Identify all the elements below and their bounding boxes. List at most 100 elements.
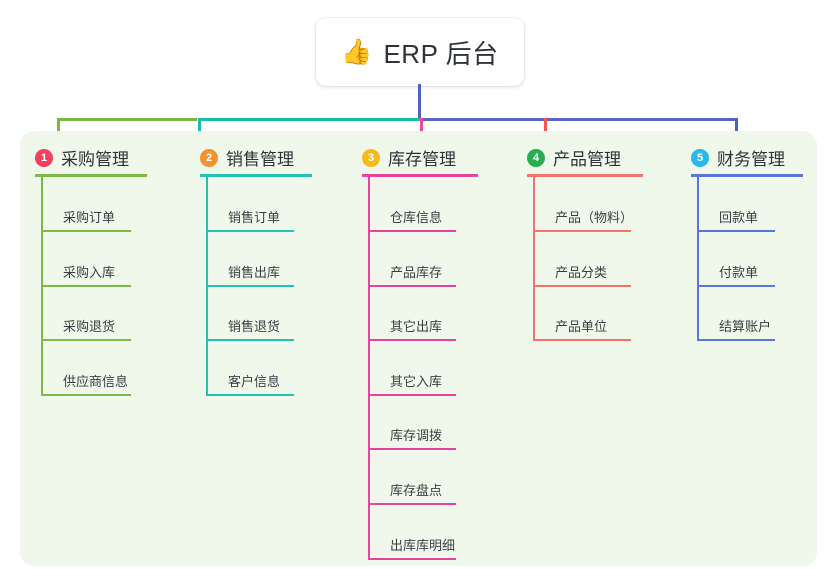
thumbs-up-icon: 👍 (341, 37, 373, 66)
branch-spine (697, 176, 699, 342)
leaf-label: 回款单 (719, 210, 759, 225)
leaf-rule (533, 284, 631, 287)
branch-drop-5 (735, 118, 738, 142)
leaf-rule (697, 284, 775, 287)
leaf-label: 仓库信息 (390, 210, 443, 225)
branch-index-badge: 1 (35, 148, 53, 167)
leaf-node[interactable]: 采购订单 (41, 200, 161, 232)
leaf-node[interactable]: 产品分类 (533, 255, 661, 287)
leaf-node[interactable]: 出库库明细 (368, 528, 486, 560)
bus-segment-green (57, 118, 197, 121)
root-stem (418, 84, 421, 121)
branch-column-1: 1 采购管理采购订单采购入库采购退货供应商信息 (35, 131, 167, 566)
leaf-label: 供应商信息 (63, 373, 129, 389)
leaf-label: 采购订单 (63, 210, 116, 225)
leaf-node[interactable]: 其它入库 (368, 364, 486, 396)
branch-header-4[interactable]: 4 产品管理 (527, 145, 621, 170)
leaf-node[interactable]: 回款单 (697, 200, 805, 232)
branch-header-rule (362, 174, 478, 177)
branch-title: 采购管理 (61, 150, 129, 169)
leaf-node[interactable]: 客户信息 (206, 364, 324, 396)
leaf-rule (368, 230, 456, 232)
leaf-node[interactable]: 结算账户 (697, 309, 805, 342)
root-node-content: 👍 ERP 后台 (341, 34, 498, 71)
leaf-label: 销售出库 (228, 264, 281, 280)
branch-title: 销售管理 (226, 150, 294, 169)
leaf-rule (533, 339, 631, 342)
branch-header-5[interactable]: 5 财务管理 (691, 145, 785, 170)
bus-segment-blue (420, 118, 738, 121)
leaf-label: 库存调拨 (390, 428, 443, 444)
leaf-node[interactable]: 仓库信息 (368, 200, 486, 232)
leaf-rule (206, 393, 294, 396)
leaf-label: 其它出库 (390, 319, 443, 335)
branch-column-2: 2 销售管理销售订单销售出库销售退货客户信息 (200, 131, 332, 566)
branch-index-badge: 4 (527, 148, 545, 167)
branch-column-3: 3 库存管理仓库信息产品库存其它出库其它入库库存调拨库存盘点出库库明细 (362, 131, 498, 566)
branch-title: 库存管理 (388, 150, 456, 169)
root-node-title: ERP 后台 (383, 38, 499, 69)
leaf-label: 销售退货 (228, 319, 281, 335)
leaf-rule (41, 284, 131, 287)
leaf-label: 产品分类 (555, 264, 608, 280)
leaf-node[interactable]: 付款单 (697, 255, 805, 287)
leaf-node[interactable]: 产品库存 (368, 255, 486, 287)
leaf-label: 付款单 (719, 264, 759, 280)
leaf-label: 客户信息 (228, 373, 281, 389)
branch-drop-2 (198, 118, 201, 142)
branch-drop-3 (420, 118, 423, 142)
leaf-node[interactable]: 销售订单 (206, 200, 324, 232)
leaf-rule (533, 230, 631, 232)
leaf-rule (206, 339, 294, 342)
branch-header-rule (691, 174, 803, 177)
branch-header-2[interactable]: 2 销售管理 (200, 145, 294, 170)
leaf-label: 采购退货 (63, 319, 116, 335)
leaf-rule (206, 284, 294, 287)
leaf-label: 采购入库 (63, 264, 116, 280)
leaf-rule (41, 393, 131, 396)
leaf-node[interactable]: 其它出库 (368, 309, 486, 342)
branch-spine (368, 176, 370, 560)
leaf-rule (368, 339, 456, 342)
leaf-label: 产品单位 (555, 319, 608, 335)
branch-header-rule (527, 174, 643, 177)
leaf-label: 出库库明细 (390, 537, 456, 553)
branch-drop-1 (57, 118, 60, 142)
branch-index-badge: 2 (200, 148, 218, 167)
leaf-node[interactable]: 销售出库 (206, 255, 324, 287)
bus-segment-teal (198, 118, 420, 121)
leaf-node[interactable]: 产品单位 (533, 309, 661, 342)
leaf-rule (368, 448, 456, 451)
leaf-rule (697, 339, 775, 342)
leaf-label: 库存盘点 (390, 483, 443, 498)
leaf-label: 其它入库 (390, 373, 443, 389)
branch-index-badge: 5 (691, 148, 709, 167)
branch-title: 财务管理 (717, 150, 785, 169)
branch-index-badge: 3 (362, 148, 380, 167)
branch-header-rule (35, 174, 147, 177)
mindmap-panel: 1 采购管理采购订单采购入库采购退货供应商信息 2 销售管理销售订单销售出库销售退货客… (20, 131, 817, 566)
branch-column-5: 5 财务管理回款单付款单结算账户 (691, 131, 823, 566)
branch-column-4: 4 产品管理产品（物料） 产品分类产品单位 (527, 131, 663, 566)
leaf-label: 销售订单 (228, 210, 281, 225)
leaf-node[interactable]: 采购退货 (41, 309, 161, 342)
branch-title: 产品管理 (553, 150, 621, 169)
leaf-label: 产品（物料） (555, 210, 634, 225)
leaf-node[interactable]: 库存调拨 (368, 418, 486, 451)
leaf-rule (368, 393, 456, 396)
branch-header-1[interactable]: 1 采购管理 (35, 145, 129, 170)
leaf-node[interactable]: 销售退货 (206, 309, 324, 342)
leaf-node[interactable]: 采购入库 (41, 255, 161, 287)
leaf-rule (697, 230, 775, 232)
leaf-rule (41, 339, 131, 342)
leaf-rule (368, 557, 456, 560)
leaf-rule (368, 503, 456, 505)
leaf-rule (368, 284, 456, 287)
leaf-node[interactable]: 供应商信息 (41, 364, 161, 396)
branch-header-rule (200, 174, 312, 177)
branch-header-3[interactable]: 3 库存管理 (362, 145, 456, 170)
leaf-node[interactable]: 库存盘点 (368, 473, 486, 505)
root-node-card[interactable]: 👍 ERP 后台 (316, 18, 524, 86)
leaf-node[interactable]: 产品（物料） (533, 200, 661, 232)
leaf-rule (206, 230, 294, 232)
